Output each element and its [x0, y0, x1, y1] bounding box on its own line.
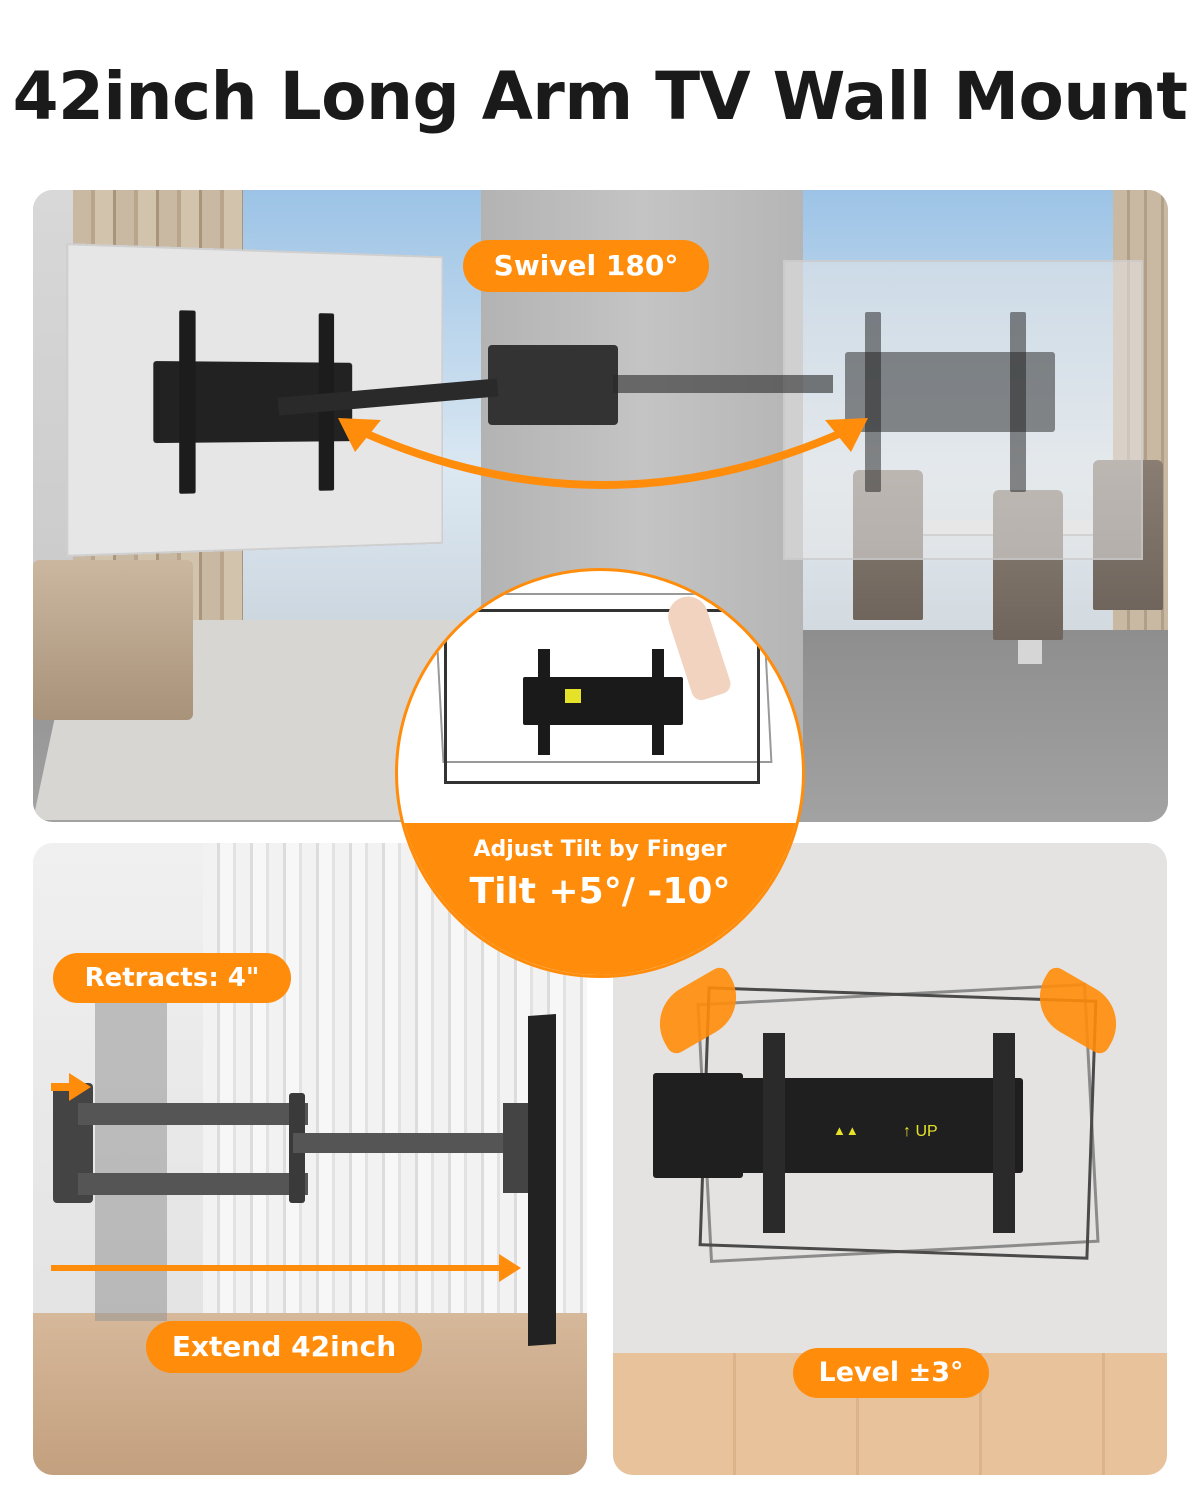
tilt-inset: Adjust Tilt by Finger Tilt +5°/ -10°	[395, 568, 805, 978]
mount-arm-right	[613, 375, 833, 393]
up-marking: ↑ UP	[903, 1123, 938, 1141]
extend-arrow-icon	[51, 1265, 501, 1271]
extend-arrow-head-icon	[499, 1254, 521, 1282]
mount-arm	[653, 1073, 743, 1178]
tv-extended	[528, 1014, 556, 1346]
page-title: 42inch Long Arm TV Wall Mount	[12, 58, 1188, 135]
mount-arm-extension	[293, 1133, 513, 1153]
tv-retracted-ghost	[95, 981, 167, 1321]
tilt-caption: Adjust Tilt by Finger	[473, 837, 727, 862]
sofa	[33, 560, 193, 720]
retract-arrow-icon	[51, 1083, 71, 1091]
mount-rail-right	[993, 1033, 1015, 1233]
mount-plate	[523, 677, 683, 725]
swivel-label: Swivel 180°	[463, 240, 709, 292]
swivel-panel: Swivel 180°	[33, 190, 1168, 822]
swivel-arrow-icon	[338, 418, 868, 489]
extend-label: Extend 42inch	[146, 1321, 422, 1373]
level-label: Level ±3°	[793, 1348, 989, 1398]
mount-arm-lower	[78, 1173, 308, 1195]
mount-rail-left	[763, 1033, 785, 1233]
mount-rail	[865, 312, 881, 492]
extend-panel: Retracts: 4" Extend 42inch	[33, 843, 587, 1475]
retract-arrow-head-icon	[69, 1073, 91, 1101]
up-text: UP	[915, 1123, 938, 1140]
tilt-headline: Tilt +5°/ -10°	[469, 871, 731, 912]
wall-plate	[488, 345, 618, 425]
tv-right-position	[783, 260, 1143, 560]
brand-logo-icon	[565, 689, 581, 703]
mount-rail	[179, 310, 196, 494]
tv-outline	[444, 609, 760, 784]
tilt-inset-caption-area	[398, 823, 802, 975]
up-arrow-icon: ↑	[903, 1123, 911, 1140]
retracts-label: Retracts: 4"	[53, 953, 291, 1003]
mount-arm-upper	[78, 1103, 308, 1125]
mount-rail	[1010, 312, 1026, 492]
brand-logo-icon: ▲▲	[833, 1123, 859, 1138]
